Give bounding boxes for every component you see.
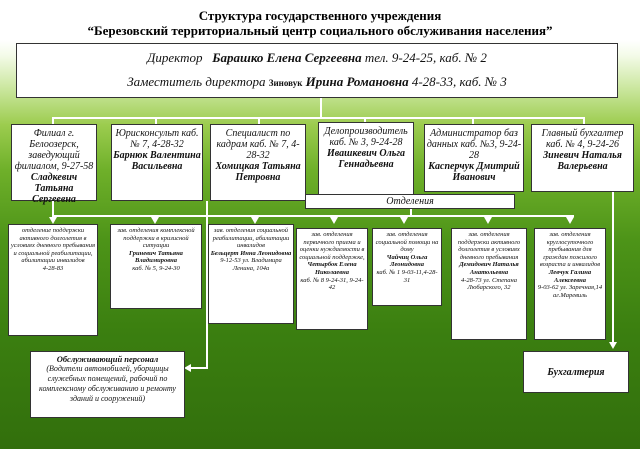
subdept-contact: каб. № 5, 9-24-30 [132,264,180,272]
subdept-text: зав. отделения социальной реабилитации, … [212,227,290,250]
dept-head: Хомицкая Татьяна Петровна [215,161,301,183]
arrow-down-icon [484,217,492,224]
dept-box-db-admin: Администратор баз данных каб. №3, 9-24-2… [424,124,524,192]
subdept-head: Гриневич Татьяна Владимировна [129,249,183,265]
chart-title: Структура государственного учреждения “Б… [0,8,640,38]
connector-line [155,117,157,126]
subdept-head: Чайчиц Ольга Леонидовна [386,253,428,269]
director-box: Директор Барашко Елена Сергеевна тел. 9-… [16,43,618,98]
subdept-contact: 9-12-53 ул. Владимира Ленина, 104а [220,257,282,272]
subdept-head: Демидович Наталья Анатольевна [459,261,519,276]
service-staff-title: Обслуживающий персонал [56,354,159,364]
dept-head: Касперчук Дмитрий Иванович [428,161,520,183]
connector-line [612,192,614,342]
deputy-line: Заместитель директора Зиновук Ирина Рома… [17,74,617,90]
subdept-contact: 4-28-83 [42,264,64,272]
accounting-box: Бухгалтерия [523,351,629,393]
director-role: Директор [147,50,203,65]
connector-line [206,201,208,368]
subdept-text: зав. отделения круглосуточного пребывани… [539,231,601,269]
subdept-box: зав. отделения социальной реабилитации, … [208,224,294,324]
arrow-down-icon [609,342,617,349]
director-name: Барашко Елена Сергеевна [212,50,362,65]
dept-box-clerk: Делопроизводитель каб. № 3, 9-24-28 Иваш… [318,122,414,195]
director-line: Директор Барашко Елена Сергеевна тел. 9-… [17,50,617,66]
dept-title: Филиал г. Белоозерск, заведующий филиало… [14,128,94,172]
subdept-text: зав. отделения социальной помощи на дому [375,231,439,254]
arrow-down-icon [566,217,574,224]
subdept-text: зав. отделения первичного приема и оценк… [299,231,365,261]
deputy-contact: 4-28-33, каб. № 3 [411,74,507,89]
dept-head: Зиневич Наталья Валерьевна [543,150,622,172]
connector-line [52,117,584,119]
subdept-head: Четырбок Елена Николаевна [307,261,357,276]
connector-line [320,98,322,118]
arrow-down-icon [330,217,338,224]
arrow-down-icon [251,217,259,224]
connector-line [258,117,260,126]
subdept-text: зав. отделения поддержки активного долго… [457,231,521,261]
dept-title: Юрисконсульт каб. № 7, 4-28-32 [115,128,199,150]
dept-box-hr: Специалист по кадрам каб. № 7, 4-28-32 Х… [210,124,306,201]
arrow-left-icon [184,364,191,372]
dept-title: Главный бухгалтер каб. № 4, 9-24-26 [541,128,624,150]
subdept-box: зав. отделения социальной помощи на дому… [372,228,442,306]
arrow-down-icon [400,217,408,224]
dept-box-branch: Филиал г. Белоозерск, заведующий филиало… [11,124,97,205]
subdept-contact: каб. № 1 9-03-11,4-28-31 [376,268,438,284]
subdept-contact: 9-03-62 ул. Заречная,14 аг.Маревиль [537,284,603,299]
subdept-head: Бельцерт Инна Леонидовна [210,249,292,257]
otdeleniya-label: Отделения [305,194,515,209]
dept-title: Специалист по кадрам каб. № 7, 4-28-32 [216,128,300,161]
connector-line [52,117,54,126]
connector-line [190,367,208,369]
dept-head: Ивашкевич Ольга Геннадьевна [326,148,406,170]
subdept-head: Левчук Галина Алексеевна [548,268,592,284]
subdept-contact: каб. № 8 9-24-31, 9-24-42 [300,276,364,292]
deputy-surname: Зиновук [268,78,303,88]
arrow-down-icon [151,217,159,224]
connector-line [364,117,366,126]
connector-line [410,209,412,216]
subdept-contact: 4-28-73 ул. Степана Любарского, 32 [461,276,517,292]
subdept-box: отделение поддержки активного долголетия… [8,224,98,336]
dept-box-accountant: Главный бухгалтер каб. № 4, 9-24-26 Зине… [531,124,634,192]
arrow-down-icon [49,217,57,224]
title-line-1: Структура государственного учреждения [198,8,442,23]
dept-head: Барнюк Валентина Васильевна [113,150,201,172]
director-contact: тел. 9-24-25, каб. № 2 [364,50,487,65]
service-staff-text: (Водители автомобилей, уборщицы служебны… [39,364,176,403]
subdept-box: зав. отделения поддержки активного долго… [451,228,527,340]
connector-line [52,201,54,215]
connector-line [52,215,574,217]
dept-box-legal: Юрисконсульт каб. № 7, 4-28-32 Барнюк Ва… [111,124,203,201]
connector-line [472,117,474,126]
subdept-text: зав. отделения комплексной поддержки в к… [117,227,195,250]
dept-title: Администратор баз данных каб. №3, 9-24-2… [426,128,522,161]
deputy-role: Заместитель директора [127,74,266,89]
deputy-name: Ирина Романовна [305,74,409,89]
dept-title: Делопроизводитель каб. № 3, 9-24-28 [324,126,408,148]
dept-head: Сладкевич Татьяна Сергеевна [30,172,78,205]
subdept-box: зав. отделения комплексной поддержки в к… [110,224,202,309]
title-line-2: “Березовский территориальный центр социа… [87,23,553,38]
subdept-box: зав. отделения первичного приема и оценк… [296,228,368,330]
subdept-text: отделение поддержки активного долголетия… [10,227,96,265]
subdept-box: зав. отделения круглосуточного пребывани… [534,228,606,340]
service-staff-box: Обслуживающий персонал (Водители автомоб… [30,351,185,418]
connector-line [583,117,585,126]
